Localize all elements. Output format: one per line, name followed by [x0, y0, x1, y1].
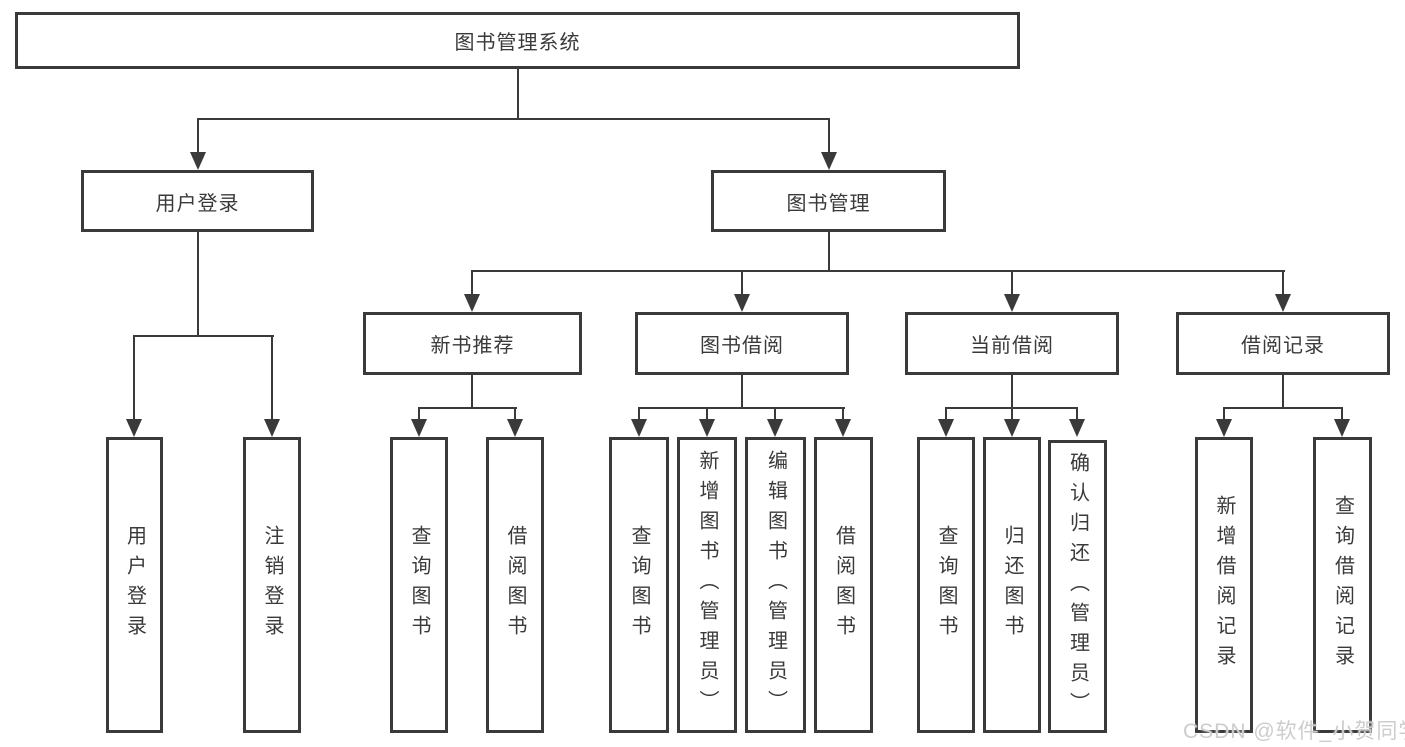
- connector-line: [197, 232, 199, 335]
- leaf-label: 查询图书: [628, 525, 650, 645]
- connector-line: [638, 407, 640, 419]
- connector-line: [706, 407, 708, 419]
- leaf-borrowing-add-books-admin: 新增图书（管理员）: [677, 437, 737, 733]
- leaf-borrowing-query-books: 查询图书: [609, 437, 669, 733]
- arrow-down-icon: [411, 419, 427, 437]
- leaf-borrowing-borrow-books: 借阅图书: [814, 437, 873, 733]
- connector-line: [774, 407, 776, 419]
- arrow-down-icon: [1334, 419, 1350, 437]
- node-book-borrowing: 图书借阅: [635, 312, 849, 375]
- leaf-user-login: 用户登录: [106, 437, 163, 733]
- arrow-down-icon: [264, 419, 280, 437]
- node-user-login: 用户登录: [81, 170, 314, 232]
- leaf-label: 编辑图书（管理员）: [764, 450, 787, 720]
- arrow-down-icon: [1216, 419, 1232, 437]
- connector-line: [133, 335, 274, 337]
- connector-line: [1011, 375, 1013, 407]
- connector-line: [471, 375, 473, 407]
- arrow-down-icon: [1004, 294, 1020, 312]
- leaf-current-query-books: 查询图书: [917, 437, 975, 733]
- connector-line: [471, 270, 473, 294]
- connector-line: [1011, 407, 1013, 419]
- arrow-down-icon: [1004, 419, 1020, 437]
- leaf-label: 借阅图书: [504, 525, 526, 645]
- connector-line: [197, 118, 199, 156]
- connector-line: [828, 118, 830, 156]
- leaf-label: 用户登录: [123, 525, 146, 645]
- connector-line: [842, 407, 844, 419]
- connector-line: [197, 118, 830, 120]
- leaf-label: 新增图书（管理员）: [696, 450, 718, 720]
- arrow-down-icon: [507, 419, 523, 437]
- leaf-label: 查询借阅记录: [1331, 495, 1354, 675]
- connector-line: [418, 407, 517, 409]
- arrow-down-icon: [126, 419, 142, 437]
- connector-line: [1282, 270, 1284, 294]
- arrow-down-icon: [1069, 419, 1085, 437]
- arrow-down-icon: [835, 419, 851, 437]
- connector-line: [1223, 407, 1225, 419]
- connector-line: [741, 375, 743, 407]
- arrow-down-icon: [190, 152, 206, 170]
- node-new-book-recommend: 新书推荐: [363, 312, 582, 375]
- arrow-down-icon: [631, 419, 647, 437]
- node-library-system: 图书管理系统: [15, 12, 1020, 69]
- connector-line: [638, 407, 845, 409]
- connector-line: [1341, 407, 1343, 419]
- connector-line: [741, 270, 743, 294]
- arrow-down-icon: [734, 294, 750, 312]
- leaf-label: 查询图书: [408, 525, 430, 645]
- leaf-label: 新增借阅记录: [1213, 495, 1235, 675]
- node-current-borrowing: 当前借阅: [905, 312, 1119, 375]
- connector-line: [1282, 375, 1284, 407]
- arrow-down-icon: [938, 419, 954, 437]
- leaf-recommend-borrow-books: 借阅图书: [486, 437, 544, 733]
- connector-line: [1076, 407, 1078, 419]
- connector-line: [517, 69, 519, 118]
- connector-line: [1011, 270, 1013, 294]
- leaf-current-return-books: 归还图书: [983, 437, 1041, 733]
- leaf-label: 归还图书: [1001, 525, 1023, 645]
- arrow-down-icon: [464, 294, 480, 312]
- leaf-borrowing-edit-books-admin: 编辑图书（管理员）: [745, 437, 806, 733]
- connector-line: [271, 335, 273, 419]
- leaf-records-add-borrow-record: 新增借阅记录: [1195, 437, 1253, 733]
- connector-line: [1223, 407, 1343, 409]
- node-borrow-records: 借阅记录: [1176, 312, 1390, 375]
- leaf-label: 查询图书: [935, 525, 957, 645]
- leaf-current-confirm-return-admin: 确认归还（管理员）: [1048, 440, 1107, 733]
- leaf-recommend-query-books: 查询图书: [390, 437, 448, 733]
- leaf-label: 注销登录: [261, 525, 283, 645]
- arrow-down-icon: [1275, 294, 1291, 312]
- leaf-logout: 注销登录: [243, 437, 301, 733]
- leaf-label: 确认归还（管理员）: [1066, 451, 1089, 722]
- leaf-records-query-borrow-record: 查询借阅记录: [1313, 437, 1372, 733]
- arrow-down-icon: [767, 419, 783, 437]
- arrow-down-icon: [699, 419, 715, 437]
- csdn-watermark: CSDN @软件_小贺同学: [1183, 720, 1405, 743]
- connector-line: [133, 335, 135, 419]
- leaf-label: 借阅图书: [832, 525, 855, 645]
- node-book-management: 图书管理: [711, 170, 946, 232]
- connector-line: [828, 232, 830, 270]
- connector-line: [514, 407, 516, 419]
- connector-line: [471, 270, 1285, 272]
- connector-line: [418, 407, 420, 419]
- arrow-down-icon: [821, 152, 837, 170]
- connector-line: [945, 407, 947, 419]
